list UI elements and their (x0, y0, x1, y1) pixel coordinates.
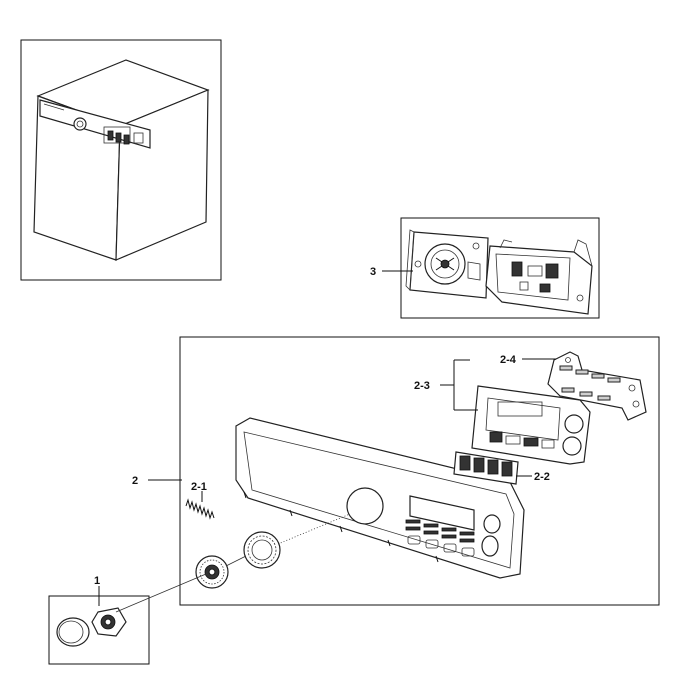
pcb-frame (400, 217, 600, 319)
callout-1: 1 (94, 575, 100, 587)
control-panel-body (235, 417, 525, 579)
knob-insert (91, 607, 127, 637)
pcb-rear-housing (485, 239, 593, 315)
part-2-2-button-set: 2-2 (453, 451, 550, 485)
dial-ring (243, 513, 351, 569)
overview-frame (20, 39, 222, 281)
callout-2: 2 (132, 475, 138, 487)
knob-alignment-line (115, 573, 207, 613)
pcb-assembly-panel: 3 (370, 217, 600, 319)
appliance-cabinet-illustration (33, 59, 210, 261)
part-2-4-bracket: 2-4 (500, 351, 647, 421)
control-panel-frame (179, 336, 660, 606)
callout-2-1: 2-1 (191, 481, 207, 493)
knob-base (195, 555, 247, 589)
callout-2-3: 2-3 (414, 380, 430, 392)
callout-2-2: 2-2 (534, 471, 550, 483)
overview-panel (20, 39, 222, 281)
part-2-3-display-frame: 2-3 (414, 359, 591, 465)
knob-cap (56, 617, 90, 647)
pcb-front-board (405, 229, 489, 299)
part-2-1-spring: 2-1 (185, 481, 215, 520)
callout-2-4: 2-4 (500, 354, 517, 366)
button-rows (405, 519, 475, 557)
control-panel-assembly: 2-1 2-2 (132, 336, 660, 606)
callout-3: 3 (370, 266, 376, 278)
knob-panel: 1 (48, 573, 207, 665)
